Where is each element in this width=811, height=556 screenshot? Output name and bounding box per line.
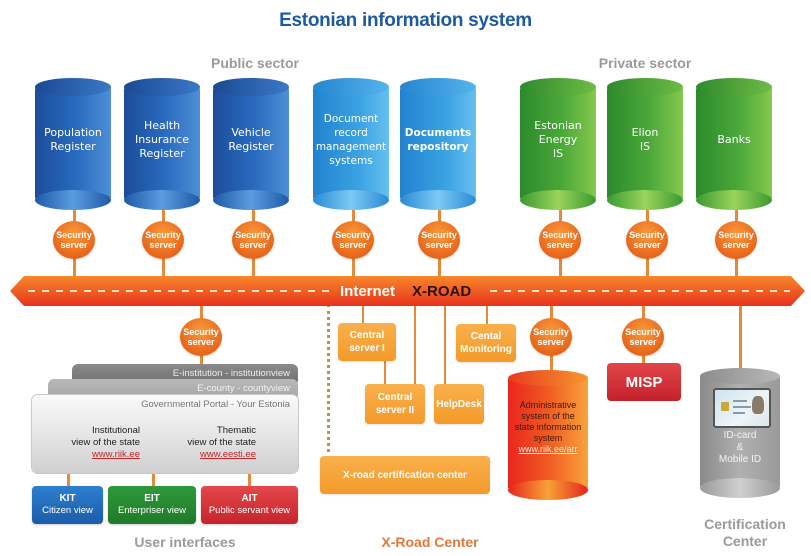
database-documents-repository: Documents repository bbox=[400, 78, 476, 210]
view-code: KIT bbox=[59, 493, 76, 504]
db-label-line: record bbox=[334, 127, 368, 139]
connector-line bbox=[362, 304, 364, 324]
connector-line bbox=[486, 304, 488, 326]
db-label-line: Insurance bbox=[135, 133, 189, 146]
id-label-line: Mobile ID bbox=[718, 454, 762, 465]
connector-line bbox=[444, 304, 446, 386]
db-label-line: Documents bbox=[404, 127, 472, 139]
id-label-line: & bbox=[736, 442, 744, 453]
admin-system-link[interactable]: www.riik.ee/arr bbox=[518, 444, 578, 454]
db-label-line: Vehicle bbox=[231, 126, 271, 139]
admin-label-line: Administrative bbox=[519, 400, 577, 410]
view-name: Enterpriser view bbox=[117, 505, 187, 516]
admin-label-line: system bbox=[533, 433, 563, 443]
connector-line bbox=[384, 360, 386, 385]
helpdesk-box: HelpDesk bbox=[434, 384, 484, 424]
id-label-line: ID-card bbox=[723, 430, 757, 441]
portal-layer-e-institution-label: E-institution - institutionview bbox=[172, 368, 290, 379]
xroad-certification-center-box: X-road certification center bbox=[320, 456, 490, 494]
db-label-line: Population bbox=[44, 126, 102, 139]
private-sector-label: Private sector bbox=[598, 55, 692, 71]
riik-ee-link[interactable]: www.riik.ee bbox=[91, 449, 140, 460]
db-label-line: repository bbox=[407, 141, 469, 153]
db-label-line: Energy bbox=[538, 133, 578, 146]
db-label-line: IS bbox=[552, 147, 564, 160]
administrative-system-database: Administrative system of the state infor… bbox=[508, 370, 588, 502]
internet-label: Internet bbox=[340, 283, 396, 300]
db-label-line: Health bbox=[143, 119, 181, 132]
view-code: AIT bbox=[241, 493, 258, 504]
view-line: view of the state bbox=[187, 437, 256, 448]
admin-label-line: system of the bbox=[521, 411, 575, 421]
view-line: Institutional bbox=[91, 425, 140, 436]
connector-line bbox=[152, 470, 155, 488]
xroad-center-caption: X-Road Center bbox=[381, 534, 479, 550]
institutional-view: Institutional view of the state www.riik… bbox=[60, 425, 140, 461]
thematic-view: Thematic view of the state www.eesti.ee bbox=[170, 425, 256, 461]
db-label-line: management bbox=[315, 141, 387, 153]
connector-line bbox=[739, 304, 742, 372]
db-label-line: Register bbox=[50, 140, 96, 153]
db-label-line: Register bbox=[228, 140, 274, 153]
view-code: EIT bbox=[144, 493, 160, 504]
connector-line bbox=[248, 470, 251, 488]
portal-layer-governmental-portal-label: Governmental Portal - Your Estonia bbox=[141, 399, 290, 410]
dotted-connector-line bbox=[327, 304, 330, 459]
db-label-line: Banks bbox=[717, 133, 751, 146]
database-document-record-management: Document record management systems bbox=[313, 78, 389, 210]
view-name: Public servant view bbox=[208, 505, 291, 516]
diagram-title: Estonian information system bbox=[279, 10, 532, 31]
xroad-arrow-shape bbox=[10, 276, 805, 306]
xroad-bus bbox=[10, 276, 805, 306]
db-label-line: IS bbox=[639, 140, 651, 153]
user-interfaces-caption: User interfaces bbox=[134, 534, 236, 550]
database-banks: Banks bbox=[696, 78, 772, 210]
db-label-line: Elion bbox=[631, 126, 659, 139]
id-card-icon bbox=[713, 388, 771, 428]
central-server-1-box: Central server I bbox=[338, 323, 396, 361]
connector-line bbox=[414, 304, 416, 386]
connector-line bbox=[67, 470, 70, 488]
certification-center-caption: Certification Center bbox=[704, 516, 786, 549]
central-server-2-box: Central server II bbox=[365, 384, 425, 424]
db-label-line: Document bbox=[323, 113, 379, 125]
admin-label-line: state information bbox=[514, 422, 582, 432]
ait-public-servant-view: AIT Public servant view bbox=[201, 486, 298, 524]
db-label-line: systems bbox=[329, 155, 373, 167]
kit-citizen-view: KIT Citizen view bbox=[32, 486, 103, 524]
db-label-line: Register bbox=[139, 147, 185, 160]
view-name: Citizen view bbox=[42, 505, 93, 516]
misp-box: MISP bbox=[607, 363, 681, 401]
db-label-line: Estonian bbox=[534, 119, 582, 132]
view-line: Thematic bbox=[216, 425, 256, 436]
xroad-label: X-ROAD bbox=[412, 283, 472, 300]
view-line: view of the state bbox=[71, 437, 140, 448]
portal-layer-governmental-portal bbox=[32, 395, 298, 473]
central-monitoring-box: Cental Monitoring bbox=[456, 324, 516, 362]
public-sector-label: Public sector bbox=[211, 55, 299, 71]
eesti-ee-link[interactable]: www.eesti.ee bbox=[200, 449, 256, 460]
id-card-mobile-id-database: ID-card & Mobile ID bbox=[700, 368, 780, 500]
eit-enterpriser-view: EIT Enterpriser view bbox=[108, 486, 196, 524]
portal-layer-e-county-label: E-county - countyview bbox=[197, 383, 290, 394]
